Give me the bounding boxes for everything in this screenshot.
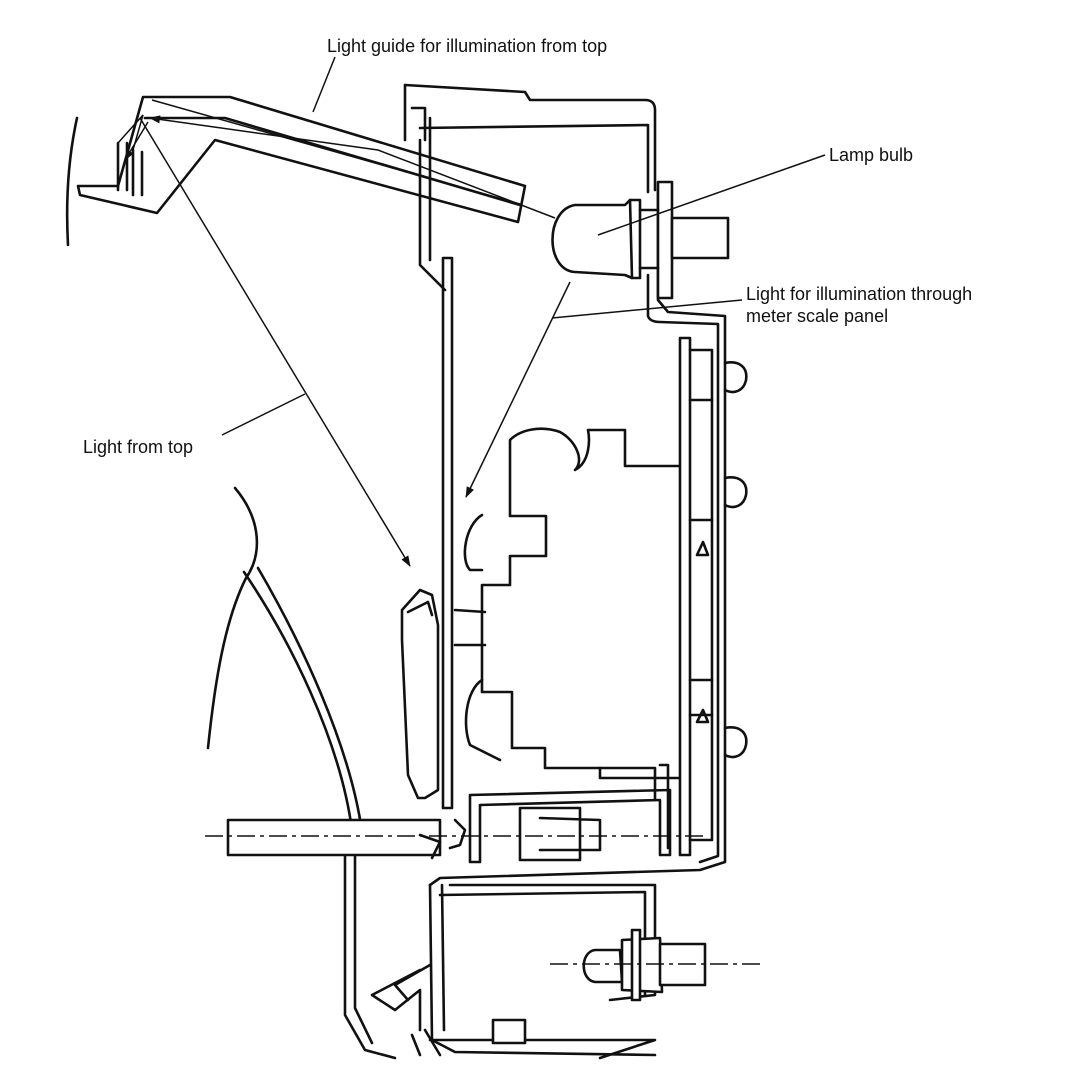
lamp-bulb-upper [551, 180, 730, 300]
arrow-light-from-top [139, 117, 411, 567]
lower-left-dashboard-outline [206, 486, 259, 750]
leader-meter-light [551, 299, 743, 319]
arrow-meter-illumination [465, 281, 571, 498]
dashboard-panel-curve [242, 566, 364, 834]
label-light-guide: Light guide for illumination from top [327, 36, 608, 56]
leader-light-guide [312, 56, 336, 113]
meter-movement [453, 427, 684, 780]
lamp-bulb-lower [582, 928, 707, 1002]
pointer [400, 588, 440, 800]
label-light-from-top: Light from top [83, 437, 194, 457]
arrow-guide-to-top [149, 115, 556, 219]
leader-light-from-top [221, 393, 306, 436]
label-lamp-bulb: Lamp bulb [829, 145, 914, 165]
leader-lamp-bulb [597, 154, 826, 236]
connector-assembly [226, 763, 672, 864]
arrow-guide-down [124, 121, 149, 161]
dashboard-lower-edge [343, 843, 397, 1060]
scale-plate [678, 336, 748, 857]
label-meter-illumination-line2: meter scale panel [746, 306, 889, 326]
light-guide [76, 95, 527, 224]
left-curved-surface-outline [65, 116, 79, 247]
label-meter-illumination-line1: Light for illumination through [746, 284, 973, 304]
label-meter-illumination: Light for illumination through meter sca… [746, 283, 972, 327]
